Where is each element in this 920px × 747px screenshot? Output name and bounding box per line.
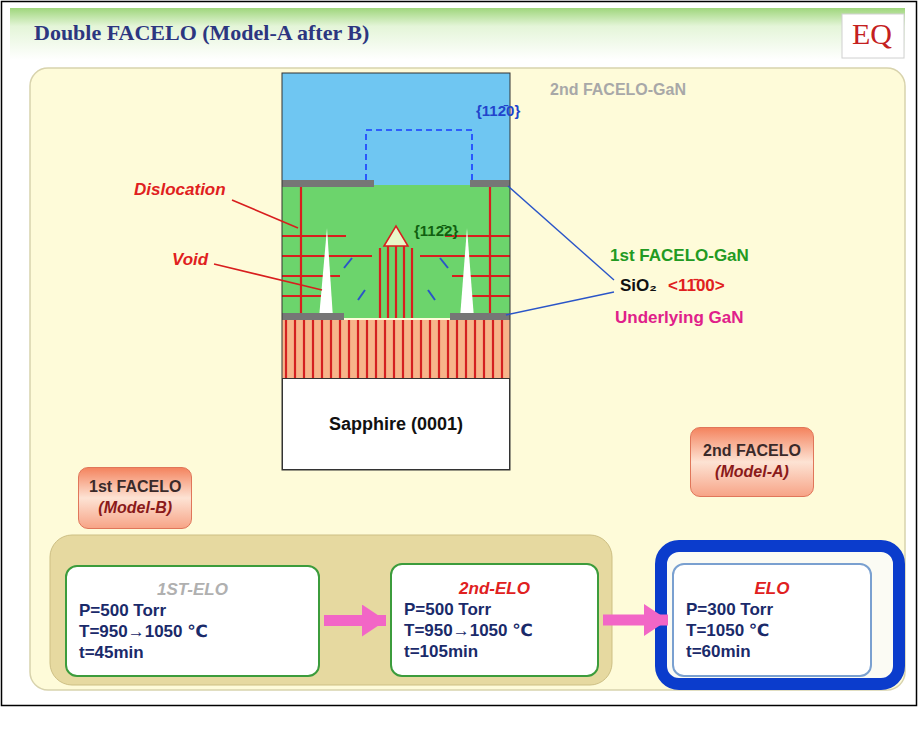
layer-name: 1st FACELO-GaN: [610, 246, 749, 266]
facet-outline: [366, 130, 472, 180]
facet-index: {112̄0}: [476, 102, 520, 120]
slide-frame: [2, 2, 917, 706]
sio2-mask: [282, 180, 374, 187]
process-condition: T=1050 ℃: [686, 620, 858, 641]
dislocation-lines: [282, 187, 510, 318]
stage-heading: 1st FACELO: [89, 477, 181, 498]
process-condition: P=500 Torr: [79, 600, 306, 621]
process-condition: P=500 Torr: [404, 599, 585, 620]
callout-label: Dislocation: [134, 180, 226, 200]
stage-heading: 2nd FACELO: [703, 441, 801, 462]
layer-name: 2nd FACELO-GaN: [550, 80, 686, 99]
sio2-mask: [450, 313, 510, 320]
center-peak: [384, 226, 408, 246]
model-a-panel: [661, 546, 899, 684]
sio2-mask: [282, 313, 344, 320]
process-condition: P=300 Torr: [686, 599, 858, 620]
void: [460, 228, 474, 318]
title-bar: [10, 8, 905, 60]
slide-title: Double FACELO (Model-A after B): [34, 20, 369, 46]
model-name: (Model-B): [98, 498, 172, 519]
process-condition: t=105min: [404, 641, 585, 662]
step-heading: 1ST-ELO: [79, 579, 306, 600]
layer-name: Underlying GaN: [615, 308, 745, 328]
leader-lines: [214, 200, 322, 290]
material-name: SiO₂: [620, 276, 657, 296]
substrate-layer: Sapphire (0001): [282, 378, 510, 470]
step-heading: 2nd-ELO: [404, 578, 585, 599]
process-box: 2nd-ELOP=500 TorrT=950→1050 ℃t=105min: [390, 563, 599, 677]
process-arrow: [324, 615, 386, 626]
process-condition: t=45min: [79, 642, 306, 663]
process-condition: T=950→1050 ℃: [404, 620, 585, 641]
process-box: 1ST-ELOP=500 TorrT=950→1050 ℃t=45min: [65, 565, 320, 677]
model-b-panel: [50, 535, 612, 685]
direction-index: <11̄00>: [668, 276, 725, 296]
process-arrow: [603, 615, 668, 626]
stage-panel: 2nd FACELO(Model-A)ELOP=300 TorrT=1050 ℃…: [655, 540, 905, 690]
process-condition: t=60min: [686, 641, 858, 662]
process-box: ELOP=300 TorrT=1050 ℃t=60min: [672, 563, 872, 677]
sio2-mask: [470, 180, 510, 187]
second-facelo-layer: [282, 73, 510, 185]
stage-tab: 1st FACELO(Model-B): [78, 467, 192, 529]
stage-tab: 2nd FACELO(Model-A): [690, 427, 814, 497]
underlying-gan-layer: [282, 320, 510, 378]
logo-box: [842, 14, 904, 58]
first-facelo-layer: [282, 185, 510, 318]
process-condition: T=950→1050 ℃: [79, 621, 306, 642]
step-heading: ELO: [686, 578, 858, 599]
facet-index: {112̄2}: [414, 222, 458, 240]
leader-lines: [506, 186, 614, 315]
cross-section-frame: [282, 73, 510, 470]
logo: EQ: [852, 16, 892, 52]
void: [319, 228, 333, 318]
content-panel: [30, 68, 905, 690]
model-name: (Model-A): [715, 462, 789, 483]
layer-name: Sapphire (0001): [329, 414, 463, 435]
facet-marks: [344, 258, 448, 300]
callout-label: Void: [172, 250, 208, 270]
stage-panel: 1st FACELO(Model-B)1ST-ELOP=500 TorrT=95…: [50, 535, 612, 685]
